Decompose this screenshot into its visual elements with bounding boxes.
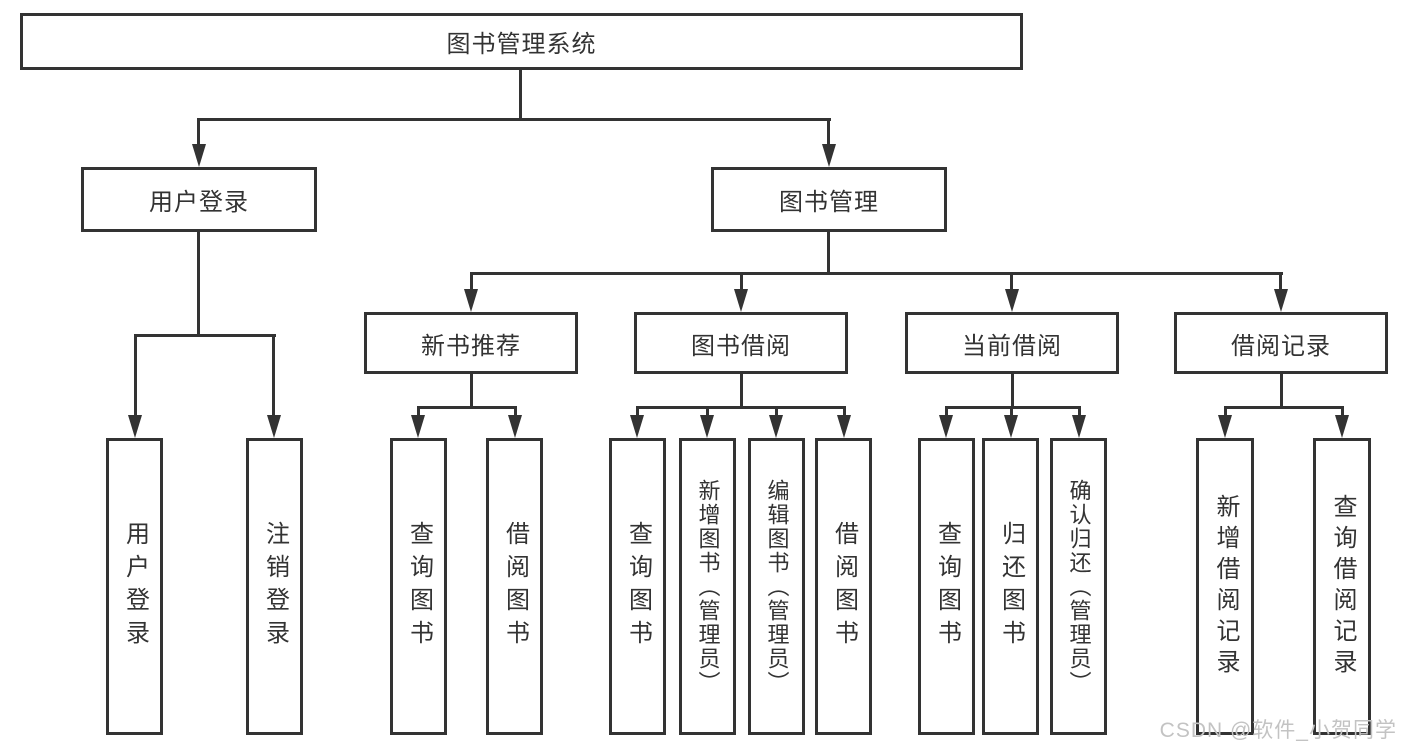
connector-book-borrow-stem (740, 374, 743, 408)
node-book-borrow-label: 图书借阅 (691, 332, 791, 360)
connector-borrow-records-bus (1224, 406, 1344, 409)
leaf-confirm-return-admin-label: 确认归还（管理员） (1066, 478, 1092, 695)
node-borrow-records: 借阅记录 (1174, 312, 1388, 374)
node-user-login: 用户登录 (81, 167, 317, 232)
leaf-edit-books-admin: 编辑图书（管理员） (748, 438, 805, 735)
arrowhead-down-icon (128, 415, 142, 438)
leaf-add-borrow-record: 新增借阅记录 (1196, 438, 1254, 735)
connector-new-book-stem (470, 374, 473, 408)
leaf-logout-label: 注销登录 (261, 520, 289, 653)
arrowhead-down-icon (1335, 415, 1349, 438)
node-borrow-records-label: 借阅记录 (1231, 332, 1331, 360)
arrowhead-down-icon (734, 289, 748, 312)
leaf-query-borrow-record: 查询借阅记录 (1313, 438, 1371, 735)
leaf-user-login-label: 用户登录 (121, 520, 149, 653)
node-current-borrow: 当前借阅 (905, 312, 1119, 374)
arrowhead-down-icon (700, 415, 714, 438)
connector-drop-leaf (706, 406, 709, 417)
connector-current-borrow-stem (1011, 374, 1014, 408)
node-book-management: 图书管理 (711, 167, 947, 232)
connector-new-book-bus (417, 406, 517, 409)
leaf-query-books-1-label: 查询图书 (405, 520, 433, 653)
connector-drop-leaf (514, 406, 517, 417)
arrowhead-down-icon (411, 415, 425, 438)
leaf-query-books-3: 查询图书 (918, 438, 975, 735)
csdn-watermark: CSDN @软件_小贺同学 (1159, 719, 1397, 742)
node-root: 图书管理系统 (20, 13, 1023, 70)
leaf-query-books-2: 查询图书 (609, 438, 666, 735)
arrowhead-down-icon (837, 415, 851, 438)
connector-drop-leaf (1341, 406, 1344, 417)
connector-book-management-stem (827, 232, 830, 274)
connector-root-bus (198, 118, 831, 121)
connector-user-login-bus (134, 334, 276, 337)
leaf-return-books-label: 归还图书 (997, 520, 1025, 653)
connector-drop-leaf-login (134, 334, 137, 416)
connector-drop-new-book (470, 272, 473, 291)
connector-borrow-records-stem (1280, 374, 1283, 408)
arrowhead-down-icon (1218, 415, 1232, 438)
node-user-login-label: 用户登录 (149, 189, 249, 216)
arrowhead-down-icon (464, 289, 478, 312)
arrowhead-down-icon (1072, 415, 1086, 438)
node-new-book-recommend-label: 新书推荐 (421, 332, 521, 360)
arrowhead-down-icon (630, 415, 644, 438)
connector-drop-leaf-logout (272, 334, 275, 416)
arrowhead-down-icon (939, 415, 953, 438)
leaf-user-login: 用户登录 (106, 438, 163, 735)
arrowhead-down-icon (508, 415, 522, 438)
connector-drop-leaf (945, 406, 948, 417)
leaf-borrow-books-1: 借阅图书 (486, 438, 543, 735)
arrowhead-down-icon (1274, 289, 1288, 312)
leaf-return-books: 归还图书 (982, 438, 1039, 735)
connector-book-management-bus (470, 272, 1283, 275)
connector-drop-user-login (197, 118, 200, 145)
leaf-confirm-return-admin: 确认归还（管理员） (1050, 438, 1107, 735)
leaf-add-borrow-record-label: 新增借阅记录 (1212, 493, 1239, 680)
connector-drop-leaf (775, 406, 778, 417)
leaf-edit-books-admin-label: 编辑图书（管理员） (764, 478, 790, 695)
connector-drop-leaf (417, 406, 420, 417)
connector-drop-book-management (827, 118, 830, 145)
leaf-borrow-books-1-label: 借阅图书 (501, 520, 529, 653)
connector-drop-leaf (1010, 406, 1013, 417)
arrowhead-down-icon (1004, 415, 1018, 438)
leaf-add-books-admin-label: 新增图书（管理员） (695, 478, 721, 695)
leaf-query-borrow-record-label: 查询借阅记录 (1329, 493, 1356, 680)
node-current-borrow-label: 当前借阅 (962, 332, 1062, 360)
leaf-borrow-books-2: 借阅图书 (815, 438, 872, 735)
connector-drop-borrow-records (1279, 272, 1282, 291)
arrowhead-down-icon (822, 144, 836, 167)
connector-drop-leaf (843, 406, 846, 417)
connector-drop-leaf (1224, 406, 1227, 417)
arrowhead-down-icon (192, 144, 206, 167)
leaf-query-books-1: 查询图书 (390, 438, 447, 735)
node-book-borrow: 图书借阅 (634, 312, 848, 374)
connector-user-login-stem (197, 232, 200, 336)
arrowhead-down-icon (1005, 289, 1019, 312)
connector-drop-leaf (1078, 406, 1081, 417)
leaf-add-books-admin: 新增图书（管理员） (679, 438, 736, 735)
arrowhead-down-icon (769, 415, 783, 438)
arrowhead-down-icon (267, 415, 281, 438)
node-book-management-label: 图书管理 (779, 189, 879, 216)
connector-drop-leaf (636, 406, 639, 417)
leaf-borrow-books-2-label: 借阅图书 (830, 520, 858, 653)
connector-drop-book-borrow (740, 272, 743, 291)
node-new-book-recommend: 新书推荐 (364, 312, 578, 374)
connector-root-stem (519, 70, 522, 119)
node-root-label: 图书管理系统 (446, 31, 597, 58)
leaf-query-books-3-label: 查询图书 (933, 520, 961, 653)
connector-drop-current-borrow (1010, 272, 1013, 291)
leaf-logout: 注销登录 (246, 438, 303, 735)
leaf-query-books-2-label: 查询图书 (624, 520, 652, 653)
connector-book-borrow-bus (636, 406, 845, 409)
